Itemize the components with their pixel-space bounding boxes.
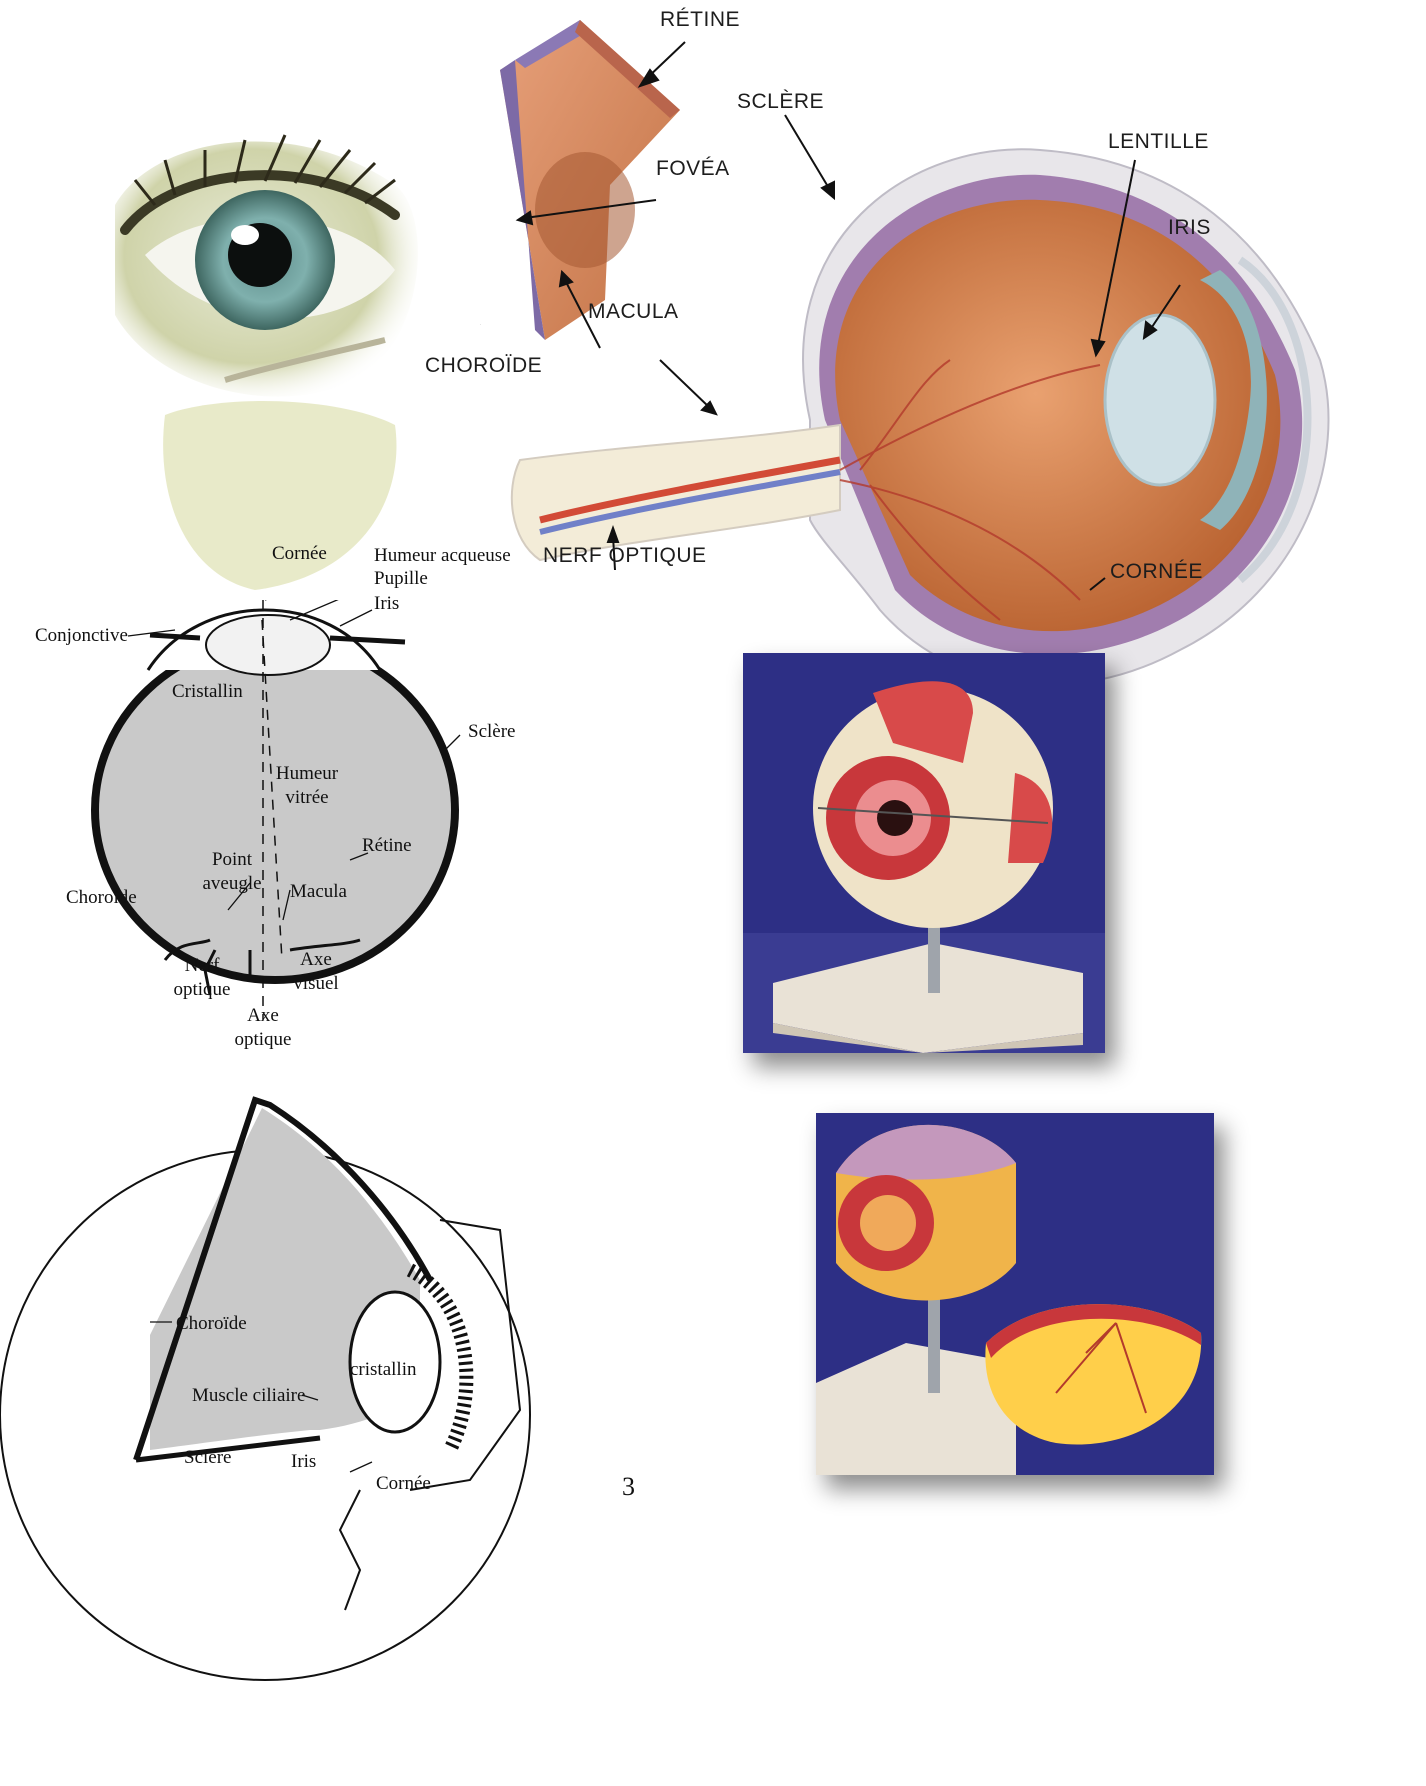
eye-model-photo-1 [743,653,1105,1053]
label-sclere-section: Sclère [468,720,515,744]
label-iris-colored: IRIS [1168,216,1211,240]
label-axe-visuel-line2: visuel [286,972,346,996]
label-muscle-ciliaire: Muscle ciliaire [192,1384,305,1408]
label-iris-ciliary: Iris [291,1450,316,1474]
label-nerf-optique: NERF OPTIQUE [543,544,707,568]
label-cornee-section: Cornée [272,542,327,566]
label-choroide-ciliary: Choroïde [176,1312,247,1336]
eye-model-illustration-1 [743,653,1105,1053]
label-humeur-vitree: Humeur vitrée [262,762,352,810]
label-cornee-ciliary: Cornée [376,1472,431,1496]
label-sclere-ciliary: Sclère [184,1446,231,1470]
label-fovea: FOVÉA [656,157,730,181]
eye-photo [95,95,465,600]
label-sclere-colored: SCLÈRE [737,90,824,114]
page-number: 3 [622,1472,635,1502]
label-axe-optique-line2: optique [228,1028,298,1052]
ciliary-section-diagram [0,1070,560,1786]
label-axe-optique-line1: Axe [228,1004,298,1028]
label-macula-colored: MACULA [588,300,679,324]
eye-model-photo-2 [816,1113,1214,1475]
eye-model-illustration-2 [816,1113,1214,1475]
label-choroide-colored: CHOROÏDE [425,354,542,378]
label-humeur-vitree-line2: vitrée [262,786,352,810]
label-point-aveugle-line2: aveugle [196,872,268,896]
label-point-aveugle: Point aveugle [196,848,268,896]
colored-eye-diagram [480,0,1426,740]
label-retine-section: Rétine [362,834,412,858]
label-axe-visuel-line1: Axe [286,948,346,972]
label-macula-section: Macula [290,880,347,904]
label-iris-section: Iris [374,592,399,616]
label-nerf-optique-line1: Nerf [170,954,234,978]
label-retine: RÉTINE [660,8,740,32]
label-cornee-colored: CORNÉE [1110,560,1203,584]
label-cristallin-ciliary: cristallin [350,1358,416,1382]
label-humeur-aqueuse: Humeur acqueuse [374,544,511,568]
label-nerf-optique-section: Nerf optique [170,954,234,1002]
label-axe-optique: Axe optique [228,1004,298,1052]
label-axe-visuel: Axe visuel [286,948,346,996]
label-humeur-vitree-line1: Humeur [262,762,352,786]
label-point-aveugle-line1: Point [196,848,268,872]
label-conjonctive: Conjonctive [35,624,128,648]
label-pupille: Pupille [374,567,428,591]
label-choroide-section: Choroïde [66,886,137,910]
retina-block-illustration [500,20,680,340]
label-nerf-optique-line2: optique [170,978,234,1002]
label-lentille: LENTILLE [1108,130,1209,154]
label-cristallin-section: Cristallin [172,680,243,704]
